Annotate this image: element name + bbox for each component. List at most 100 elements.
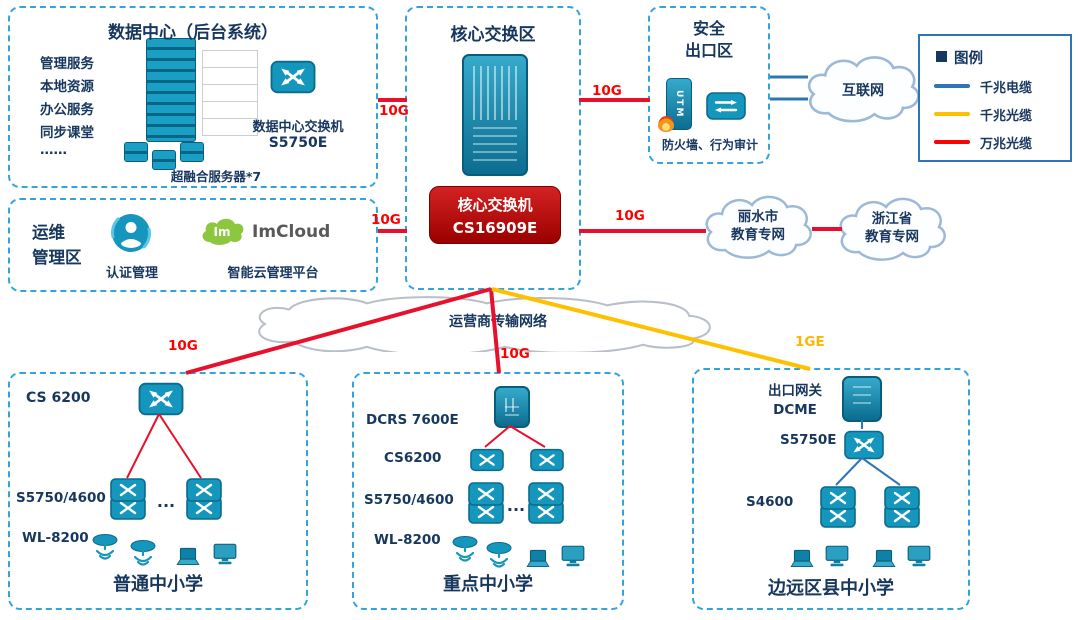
school3-gateway-label-line1: 出口网关 <box>768 383 822 399</box>
school3-access-switch-label: S4600 <box>746 494 794 510</box>
core-switching-zone: 核心交换区 核心交换机 CS16909E <box>405 6 581 290</box>
server-cube-icon-2 <box>152 150 176 170</box>
school2-ap-icon-1 <box>450 534 480 566</box>
speed-label-ops-core: 10G <box>371 212 401 228</box>
school1-title: 普通中小学 <box>113 574 203 595</box>
legend-line-fiber-1g <box>934 112 970 116</box>
school2-core-switch-label: DCRS 7600E <box>366 412 459 428</box>
server-cube-icon-1 <box>124 142 148 162</box>
school1-dots: ... <box>156 492 176 511</box>
school2-zone: DCRS 7600E CS6200 S5750/4600 <box>352 372 624 610</box>
zhejiang-cloud-line2: 教育专网 <box>865 229 919 245</box>
school3-zone: 出口网关 DCME S5750E S4600 <box>692 368 970 610</box>
school1-ap-icon-1 <box>90 532 120 564</box>
security-exit-zone: 安全 出口区 UTM 防火墙、行为审计 <box>648 6 770 164</box>
carrier-cloud-label: 运营商传输网络 <box>449 314 547 330</box>
core-switch-chassis-icon <box>462 54 528 176</box>
school1-zone: CS 6200 S5750/4600 ... <box>8 372 308 610</box>
legend-line-copper <box>934 84 970 88</box>
utm-firewall-icon: UTM <box>666 78 692 130</box>
school2-switch-icon-1 <box>470 448 504 472</box>
data-center-title: 数据中心（后台系统） <box>108 23 278 43</box>
legend: 图例 千兆电缆 千兆光缆 万兆光缆 <box>918 34 1072 162</box>
school3-desktop-icon-2 <box>906 544 932 568</box>
security-title-line2: 出口区 <box>684 41 733 60</box>
internet-cloud <box>800 50 926 130</box>
school2-ap-icon-2 <box>484 540 514 572</box>
school2-distribution-label: CS6200 <box>384 450 442 466</box>
school2-dots: ... <box>506 496 526 515</box>
school3-gateway-icon <box>842 376 882 422</box>
internet-cloud-label: 互联网 <box>842 83 884 99</box>
school3-desktop-icon-1 <box>824 544 850 568</box>
school2-core-device-icon <box>494 386 530 428</box>
core-badge-line2: CS16909E <box>452 219 538 237</box>
server-cube-icon-3 <box>180 142 204 162</box>
imcloud-icon-text: Im <box>214 225 231 239</box>
data-center-zone: 数据中心（后台系统） 管理服务 本地资源 办公服务 同步课堂 …… 数据中心交换… <box>8 6 378 188</box>
ops-title-line1: 运维 <box>32 223 65 242</box>
service-item-4: 同步课堂 <box>40 125 94 141</box>
ops-management-zone: 运维 管理区 认证管理 Im ImCloud 智能云管理平台 <box>8 198 378 292</box>
school3-title: 边远区县中小学 <box>768 578 894 599</box>
school2-switch-stack-1 <box>468 482 504 524</box>
zhejiang-cloud-line1: 浙江省 <box>871 211 913 227</box>
school3-switch-stack-2 <box>884 486 920 528</box>
zhejiang-cloud <box>832 188 952 272</box>
datacenter-switch-model: S5750E <box>268 135 328 151</box>
service-item-2: 本地资源 <box>40 79 94 95</box>
auth-management-icon <box>108 210 154 256</box>
security-caption: 防火墙、行为审计 <box>661 138 758 152</box>
school3-core-switch-label: S5750E <box>780 432 837 448</box>
school1-wireless-label: WL-8200 <box>22 530 89 546</box>
school2-wireless-label: WL-8200 <box>374 532 441 548</box>
imcloud-name: ImCloud <box>252 222 331 242</box>
service-item-3: 办公服务 <box>40 102 94 118</box>
school1-core-switch-label: CS 6200 <box>26 390 91 406</box>
school2-access-switch-label: S5750/4600 <box>364 492 454 508</box>
school1-switch-stack-1 <box>110 478 146 520</box>
core-badge-line1: 核心交换机 <box>457 196 533 214</box>
school2-switch-stack-2 <box>528 482 564 524</box>
legend-label-fiber-1g: 千兆光缆 <box>980 109 1033 124</box>
platform-label: 智能云管理平台 <box>227 266 319 281</box>
school2-title: 重点中小学 <box>443 574 533 595</box>
school2-desktop-icon <box>560 544 586 568</box>
school1-switch-stack-2 <box>186 478 222 520</box>
school1-access-switch-label: S5750/4600 <box>16 490 106 506</box>
school3-laptop-icon-1 <box>788 548 816 570</box>
utm-label: UTM <box>674 89 684 119</box>
core-zone-title: 核心交换区 <box>450 25 536 45</box>
speed-label-core-security: 10G <box>592 83 622 99</box>
legend-line-fiber-10g <box>934 140 970 144</box>
school3-laptop-icon-2 <box>870 548 898 570</box>
speed-label-core-lishui: 10G <box>615 208 645 224</box>
legend-label-fiber-10g: 万兆光缆 <box>980 137 1033 152</box>
server-tower-icon <box>146 38 196 142</box>
datacenter-switch-icon <box>270 60 316 94</box>
service-item-5: …… <box>40 142 67 158</box>
datacenter-switch-label: 数据中心交换机 <box>252 120 344 135</box>
school2-switch-icon-2 <box>530 448 564 472</box>
auth-label: 认证管理 <box>105 266 158 281</box>
imcloud-icon: Im <box>198 216 246 246</box>
speed-label-dc-core: 10G <box>379 103 409 119</box>
legend-label-copper: 千兆电缆 <box>980 81 1033 96</box>
ops-title-line2: 管理区 <box>32 248 82 267</box>
school1-laptop-icon <box>174 546 202 568</box>
service-item-1: 管理服务 <box>40 56 94 72</box>
callout-grid <box>202 50 258 136</box>
core-switch-badge: 核心交换机 CS16909E <box>429 186 561 244</box>
security-title-line1: 安全 <box>692 19 725 38</box>
legend-title: 图例 <box>954 51 983 67</box>
legend-bullet-icon <box>936 51 947 62</box>
speed-label-school2: 10G <box>500 346 530 362</box>
lishui-cloud-line1: 丽水市 <box>737 209 779 225</box>
school1-core-switch-icon <box>138 382 184 416</box>
school1-ap-icon-2 <box>128 538 158 570</box>
school3-switch-stack-1 <box>820 486 856 528</box>
speed-label-school1: 10G <box>168 338 198 354</box>
school2-laptop-icon <box>524 548 552 570</box>
school3-gateway-label-line2: DCME <box>773 402 817 418</box>
